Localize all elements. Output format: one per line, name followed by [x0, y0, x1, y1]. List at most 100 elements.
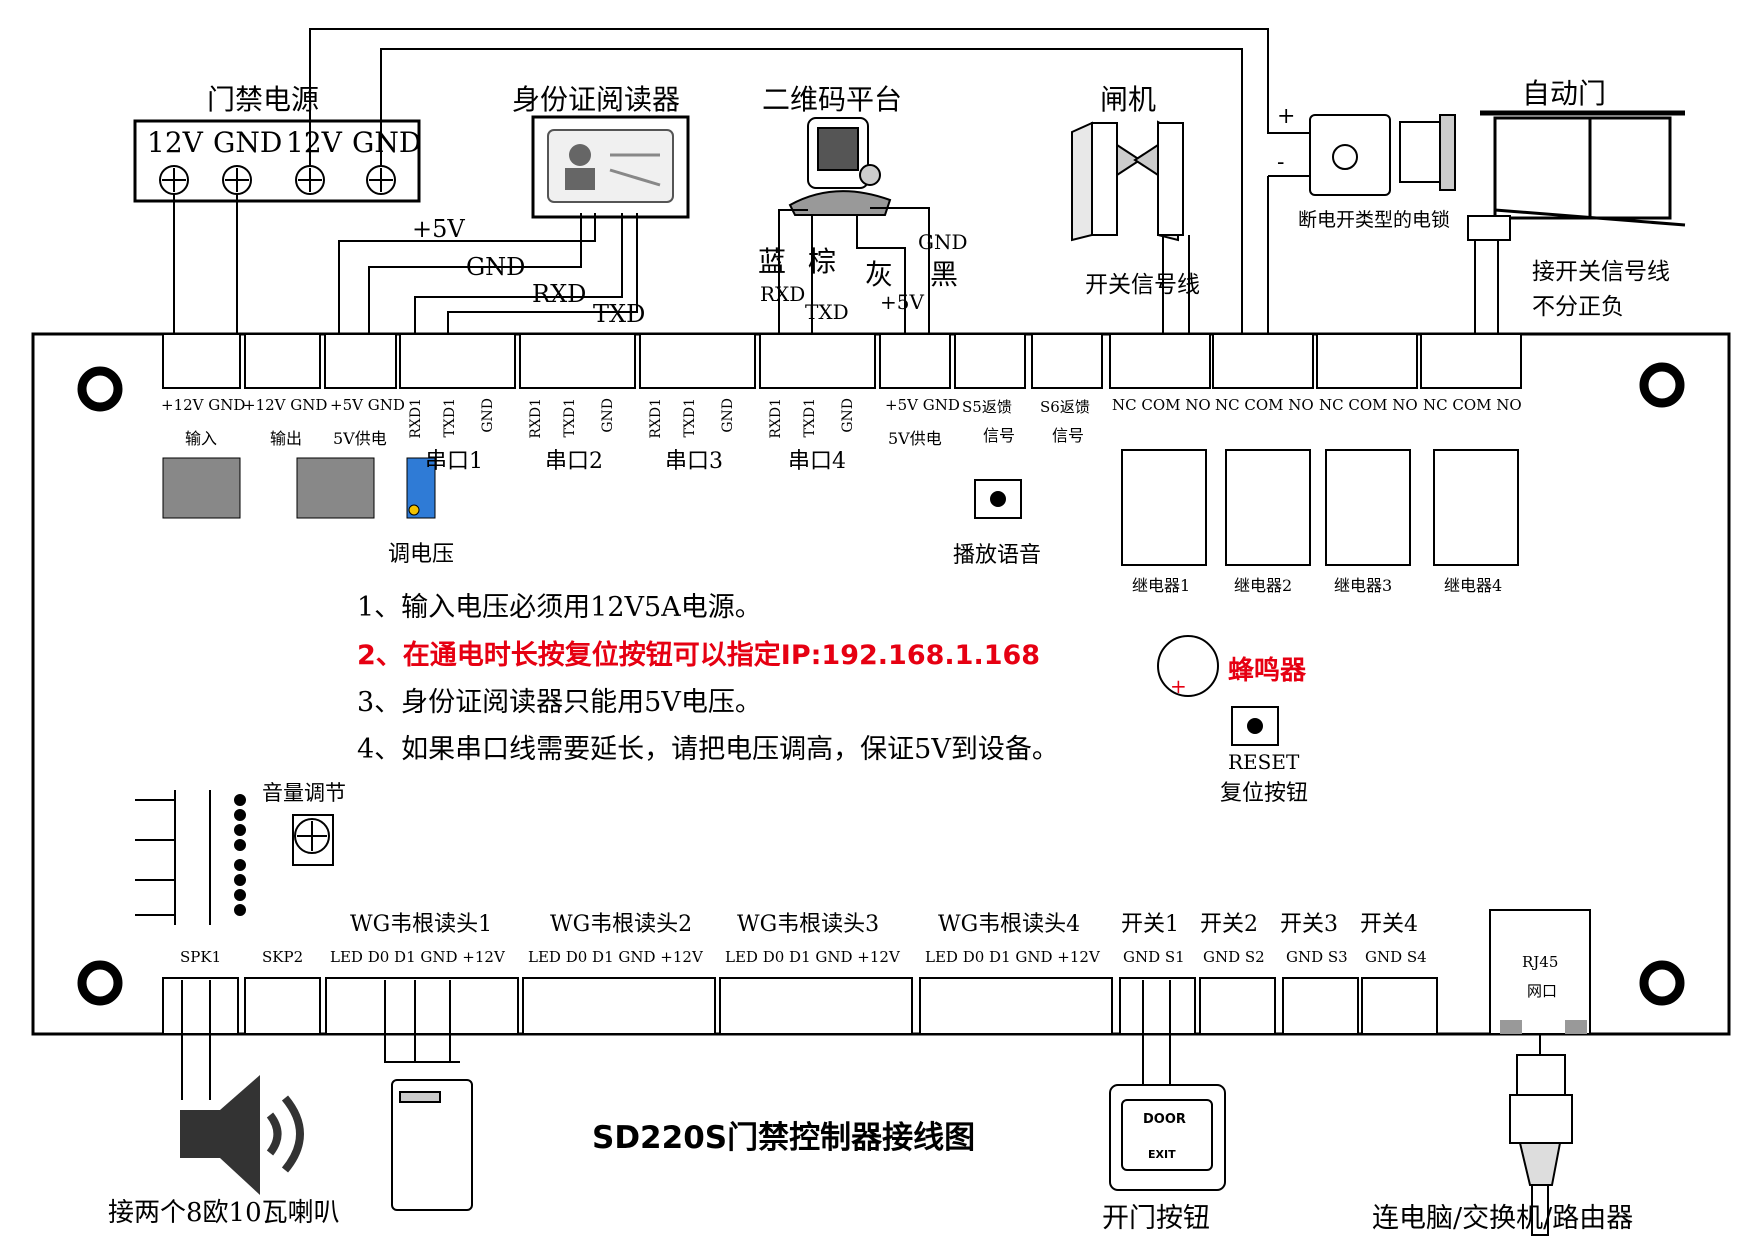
serial-port-label: 串口2 [545, 449, 603, 474]
wire-label: +5V [412, 215, 465, 243]
exit-top-label: DOOR [1143, 1112, 1186, 1127]
serial-pin: RXD1 [768, 398, 784, 439]
bottom-pins: LED D0 D1 GND +12V [925, 948, 1100, 966]
relay-pins: NC COM NO [1319, 396, 1418, 414]
bottom-wires [181, 980, 1541, 1100]
wiegand-group-label: WG韦根读头3 [737, 912, 880, 937]
note-1: 1、输入电压必须用12V5A电源。 [357, 592, 762, 623]
wire-label: TXD [593, 300, 646, 328]
diagram-title: SD220S门禁控制器接线图 [592, 1120, 976, 1156]
connector-label: 输出 [270, 429, 303, 448]
power-supply-title: 门禁电源 [207, 83, 320, 116]
bottom-pins: LED D0 D1 GND +12V [528, 948, 703, 966]
bottom-pins: GND S4 [1365, 948, 1427, 966]
wiegand-group-label: WG韦根读头1 [350, 912, 493, 937]
note-4: 4、如果串口线需要延长，请把电压调高，保证5V到设备。 [357, 734, 1059, 765]
door-polarity-label: 不分正负 [1532, 294, 1624, 320]
wiegand-group-label: WG韦根读头4 [938, 912, 1081, 937]
svg-text:+: + [1170, 674, 1187, 698]
connector-pins: +12V GND [161, 396, 246, 414]
connector-label: 输入 [185, 429, 218, 448]
connector-label: 信号 [1052, 426, 1085, 445]
rj45-cn-label: 网口 [1527, 982, 1558, 1000]
serial-pin: RXD1 [528, 398, 544, 439]
buzzer-label: 蜂鸣器 [1228, 656, 1307, 686]
network-cable-icon [1509, 1054, 1573, 1236]
relay-pins: NC COM NO [1215, 396, 1314, 414]
connector-label: 5V供电 [888, 429, 942, 448]
speaker-label: 接两个8欧10瓦喇叭 [108, 1198, 340, 1228]
door-signal-terminal [1467, 215, 1511, 241]
adjust-voltage-label: 调电压 [388, 542, 455, 567]
serial-pin: GND [480, 398, 496, 433]
gate-title: 闸机 [1100, 83, 1157, 116]
serial-pin: TXD1 [442, 398, 458, 438]
connector-pins: +12V GND [243, 396, 328, 414]
volume-label: 音量调节 [262, 781, 346, 805]
bottom-pins: LED D0 D1 GND +12V [330, 948, 505, 966]
buzzer-icon [1157, 635, 1219, 697]
bottom-pins: GND S2 [1203, 948, 1265, 966]
serial-pin: TXD1 [802, 398, 818, 438]
connector-pins: +5V GND [330, 396, 405, 414]
side-header-pins [135, 790, 246, 925]
voltage-regulators [162, 457, 436, 519]
qr-platform-icon [788, 117, 892, 216]
switch-group-label: 开关2 [1200, 912, 1258, 937]
speaker-icon [180, 1075, 304, 1195]
terminal-label: GND [352, 126, 422, 159]
relay-label: 继电器1 [1132, 576, 1191, 595]
switch-group-label: 开关3 [1280, 912, 1338, 937]
note-2: 2、在通电时长按复位按钮可以指定IP:192.168.1.168 [357, 640, 1041, 671]
relay-pins: NC COM NO [1423, 396, 1522, 414]
exit-button-label: 开门按钮 [1102, 1203, 1210, 1234]
wire-label: GND [918, 230, 968, 254]
serial-pin: TXD1 [682, 398, 698, 438]
wire-color-label: 黑 [930, 258, 959, 291]
gate-signal-label: 开关信号线 [1085, 272, 1200, 298]
lock-plus: + [1277, 104, 1296, 129]
wire-color-label: 棕 [808, 245, 837, 278]
id-reader-title: 身份证阅读器 [512, 83, 681, 116]
electric-lock-icon [1309, 114, 1456, 196]
serial-port-label: 串口3 [665, 449, 723, 474]
relay-pins: NC COM NO [1112, 396, 1211, 414]
terminal-label: 12V [147, 126, 203, 159]
exit-button-icon [1109, 1084, 1226, 1191]
relay-label: 继电器2 [1234, 576, 1293, 595]
card-reader-icon [391, 1079, 473, 1211]
bottom-connector-blocks [162, 909, 1591, 1035]
wire-color-label: 蓝 [758, 245, 787, 278]
relay-blocks [1121, 449, 1519, 566]
bottom-pins: SKP2 [262, 948, 304, 966]
serial-pin: GND [600, 398, 616, 433]
connector-pins: S6返馈 [1040, 398, 1090, 416]
reset-button [1231, 706, 1279, 746]
terminal-label: 12V [286, 126, 342, 159]
connector-label: 信号 [983, 426, 1016, 445]
mounting-holes [77, 362, 1685, 1006]
connector-pins: +5V GND [885, 396, 960, 414]
serial-pin: TXD1 [562, 398, 578, 438]
wire-label: GND [466, 253, 526, 281]
door-signal-label: 接开关信号线 [1532, 259, 1670, 285]
lock-label: 断电开类型的电锁 [1298, 209, 1451, 231]
qr-platform-title: 二维码平台 [762, 83, 903, 116]
play-voice-button [974, 479, 1022, 519]
terminal-label: GND [213, 126, 283, 159]
connector-label: 5V供电 [333, 429, 387, 448]
lock-minus: - [1277, 150, 1285, 175]
id-card-icon [547, 129, 674, 203]
volume-knob [292, 814, 334, 866]
gate-icon [1071, 120, 1184, 242]
bottom-pins: GND S1 [1123, 948, 1185, 966]
reset-cn-label: 复位按钮 [1220, 781, 1309, 806]
relay-label: 继电器3 [1334, 576, 1393, 595]
switch-group-label: 开关4 [1360, 912, 1418, 937]
bottom-pins: GND S3 [1286, 948, 1348, 966]
wire-label: RXD [532, 280, 587, 308]
reset-label: RESET [1228, 750, 1300, 774]
connector-pins: S5返馈 [962, 398, 1012, 416]
bottom-pins: SPK1 [180, 948, 222, 966]
wiegand-group-label: WG韦根读头2 [550, 912, 693, 937]
